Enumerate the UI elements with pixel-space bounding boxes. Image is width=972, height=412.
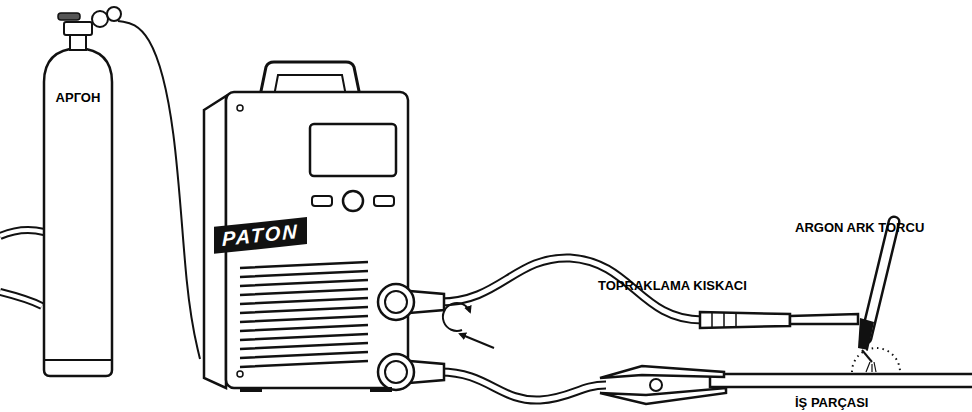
cylinder-valve <box>64 22 92 35</box>
cylinder-neck <box>70 34 86 50</box>
callout-label: TOPRAKLAMA KISKACI <box>598 278 747 293</box>
screw <box>237 105 243 111</box>
regulator-gauge <box>92 11 108 27</box>
clamp-jaw <box>600 366 724 378</box>
ground-cable <box>440 372 606 400</box>
output-socket <box>385 361 407 383</box>
torch-nozzle <box>858 318 874 350</box>
rotate-arrow <box>443 303 470 331</box>
welding-inverter: PATON <box>200 62 415 392</box>
clamp-pivot <box>650 379 662 391</box>
ground-cable <box>440 372 606 400</box>
hose <box>0 292 42 306</box>
valve-handwheel <box>58 13 80 20</box>
arc-sparks <box>852 348 900 372</box>
insert-arrow <box>460 334 494 348</box>
hose <box>0 292 42 306</box>
callout-label: ARGON ARK TORCU <box>795 220 924 235</box>
screw <box>237 371 243 377</box>
cylinder-label: АРГОН <box>38 90 118 105</box>
torch-neck <box>790 314 858 324</box>
torch-handle <box>700 312 790 328</box>
hose <box>0 230 44 236</box>
gas-hose <box>118 21 200 359</box>
output-socket <box>378 284 414 320</box>
workpiece <box>710 374 972 387</box>
output-socket <box>385 291 407 313</box>
hose <box>0 230 44 236</box>
vent-grille <box>240 262 368 367</box>
callout-label: İŞ PARÇASI <box>795 395 868 410</box>
arc-sparks <box>866 362 876 372</box>
output-socket <box>378 354 414 390</box>
clamp-jaw <box>600 388 726 404</box>
panel-button <box>312 196 332 206</box>
gas-cylinder: АРГОН <box>38 4 118 380</box>
machine-foot <box>240 387 262 392</box>
torch-grip <box>712 313 736 327</box>
regulator-gauge <box>107 7 121 21</box>
panel-button <box>374 196 394 206</box>
display-screen <box>310 124 396 176</box>
control-knob <box>343 191 363 211</box>
tungsten-electrode <box>862 350 872 362</box>
torch-head <box>866 222 894 338</box>
gas-cylinder-outline <box>38 4 118 380</box>
cylinder-foot <box>44 359 112 361</box>
torch-head <box>866 222 894 338</box>
machine-foot <box>370 387 392 392</box>
